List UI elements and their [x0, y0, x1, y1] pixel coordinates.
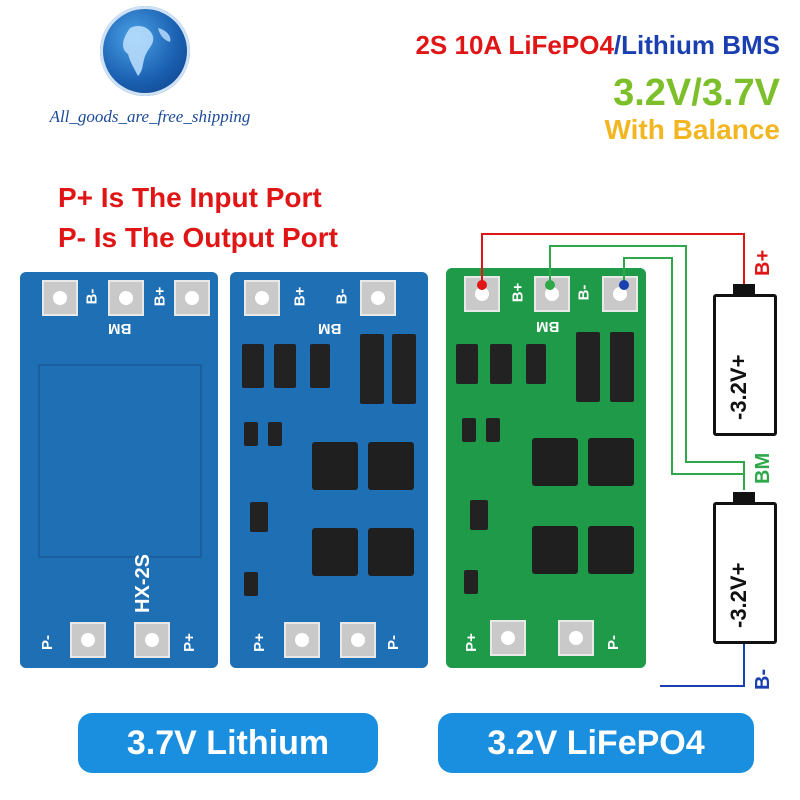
copper-trace [38, 364, 202, 558]
smd-part [462, 418, 476, 442]
mosfet [312, 442, 358, 490]
title-part1: 2S 10A LiFePO4 [415, 30, 614, 60]
wire-b-minus [660, 640, 745, 687]
capacitor [526, 344, 546, 384]
shunt-resistor [576, 332, 600, 402]
label-bm: BM [752, 452, 774, 484]
product-title: 2S 10A LiFePO4/Lithium BMS [300, 30, 780, 61]
battery-cell-2 [713, 502, 777, 644]
resistor [274, 344, 296, 388]
mosfet [532, 526, 578, 574]
wire-b-plus [481, 233, 745, 290]
battery-cell-1-label: -3.2V+ [726, 354, 751, 420]
mosfet [588, 438, 634, 486]
pad [558, 620, 594, 656]
pad [284, 622, 320, 658]
smd-part [244, 422, 258, 446]
capacitor [310, 344, 330, 388]
balance-title: With Balance [604, 114, 780, 145]
label-b-minus: B- [752, 668, 774, 690]
output-port-note: P- Is The Output Port [58, 222, 338, 253]
shunt-resistor [610, 332, 634, 402]
store-name: All_goods_are_free_shipping [49, 107, 251, 126]
store-logo-globe [100, 6, 190, 96]
battery-cell-1 [713, 294, 777, 436]
board-lifepo4-view: B+ B- BM P+ P- [446, 268, 646, 668]
resistor [456, 344, 478, 384]
pad [490, 620, 526, 656]
pad [42, 280, 78, 316]
smd-part [244, 572, 258, 596]
pad [70, 622, 106, 658]
battery-terminal [733, 492, 755, 504]
resistor [242, 344, 264, 388]
voltage-title: 3.2V/3.7V [613, 72, 780, 114]
badge-lithium: 3.7V Lithium [78, 713, 378, 773]
pad [134, 622, 170, 658]
title-part2: /Lithium BMS [613, 30, 780, 60]
wire-dot-green [545, 280, 555, 290]
mosfet [368, 442, 414, 490]
smd-part [464, 570, 478, 594]
pad [174, 280, 210, 316]
wire-dot-blue [619, 280, 629, 290]
board-lithium-view: B+ B- BM P+ P- [230, 272, 428, 668]
mosfet [588, 526, 634, 574]
wire-bm-2 [623, 257, 744, 475]
mosfet [312, 528, 358, 576]
pad [244, 280, 280, 316]
input-port-note: P+ Is The Input Port [58, 182, 322, 213]
mosfet [532, 438, 578, 486]
ic-chip [470, 500, 488, 530]
wire-dot-red [477, 280, 487, 290]
wire-bm [549, 245, 745, 490]
battery-cell-2-label: -3.2V+ [726, 562, 751, 628]
pad [340, 622, 376, 658]
mosfet [368, 528, 414, 576]
shunt-resistor [360, 334, 384, 404]
badge-lifepo4: 3.2V LiFePO4 [438, 713, 754, 773]
smd-part [486, 418, 500, 442]
label-b-plus: B+ [752, 249, 774, 276]
pad [360, 280, 396, 316]
battery-terminal [733, 284, 755, 296]
ic-chip [250, 502, 268, 532]
smd-part [268, 422, 282, 446]
resistor [490, 344, 512, 384]
shunt-resistor [392, 334, 416, 404]
pad [108, 280, 144, 316]
board-bottom-view: B- B+ BM HX-2S P- P+ [20, 272, 218, 668]
